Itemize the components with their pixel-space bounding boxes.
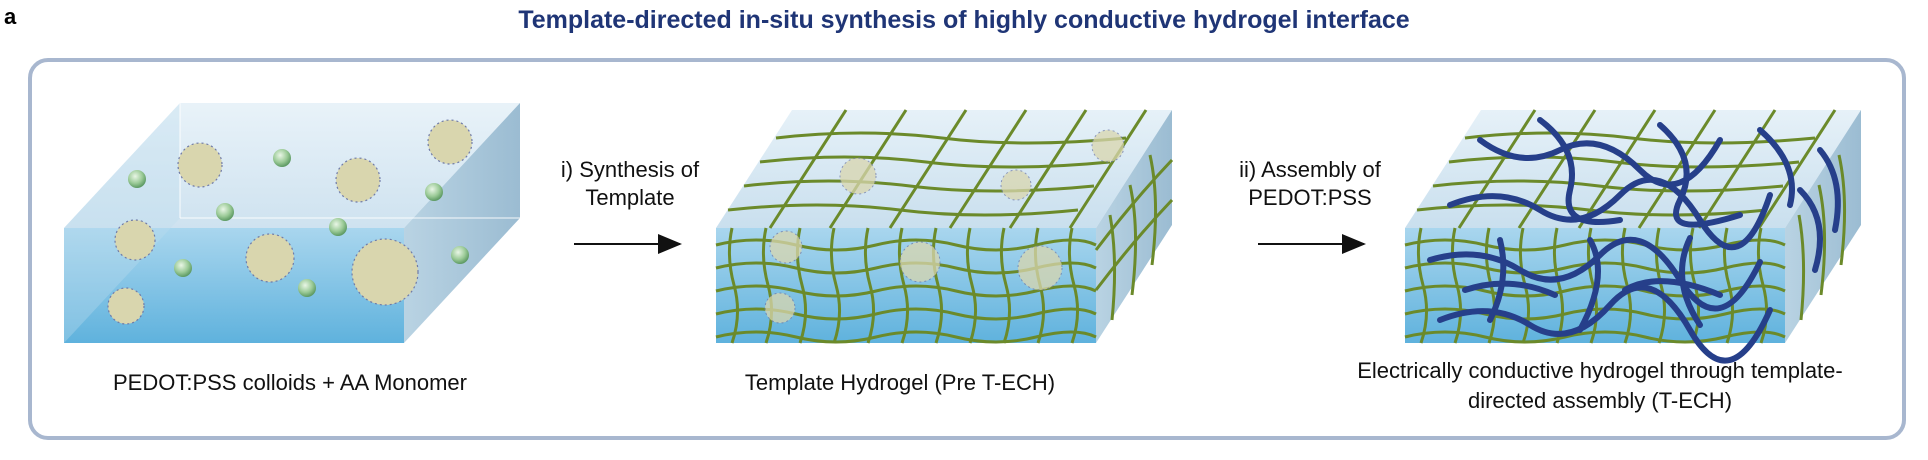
- step1-line2: Template: [585, 185, 675, 210]
- step2-line2: PEDOT:PSS: [1248, 185, 1372, 210]
- stage3-caption-line2: directed assembly (T-ECH): [1467, 388, 1733, 413]
- aa-monomers: [128, 149, 469, 297]
- embedded-colloids: [764, 129, 1125, 324]
- stage1-caption: PEDOT:PSS colloids + AA Monomer: [113, 370, 467, 395]
- step2-label: ii) Assembly of PEDOT:PSS: [1220, 156, 1400, 212]
- figure-frame: [28, 58, 1906, 440]
- step1-line1: i) Synthesis of: [560, 157, 700, 182]
- pedot-colloids: [107, 119, 473, 325]
- stage3-caption: Electrically conductive hydrogel through…: [1300, 356, 1900, 416]
- stage2-caption: Template Hydrogel (Pre T-ECH): [744, 370, 1056, 395]
- figure-title: Template-directed in-situ synthesis of h…: [518, 6, 1410, 34]
- step2-line1: ii) Assembly of: [1239, 157, 1381, 182]
- stage1-box: [64, 103, 520, 343]
- panel-label: a: [4, 4, 17, 29]
- step1-label: i) Synthesis of Template: [540, 156, 720, 212]
- pedot-fibers: [1427, 117, 1841, 364]
- stage3-caption-line1: Electrically conductive hydrogel through…: [1357, 358, 1843, 383]
